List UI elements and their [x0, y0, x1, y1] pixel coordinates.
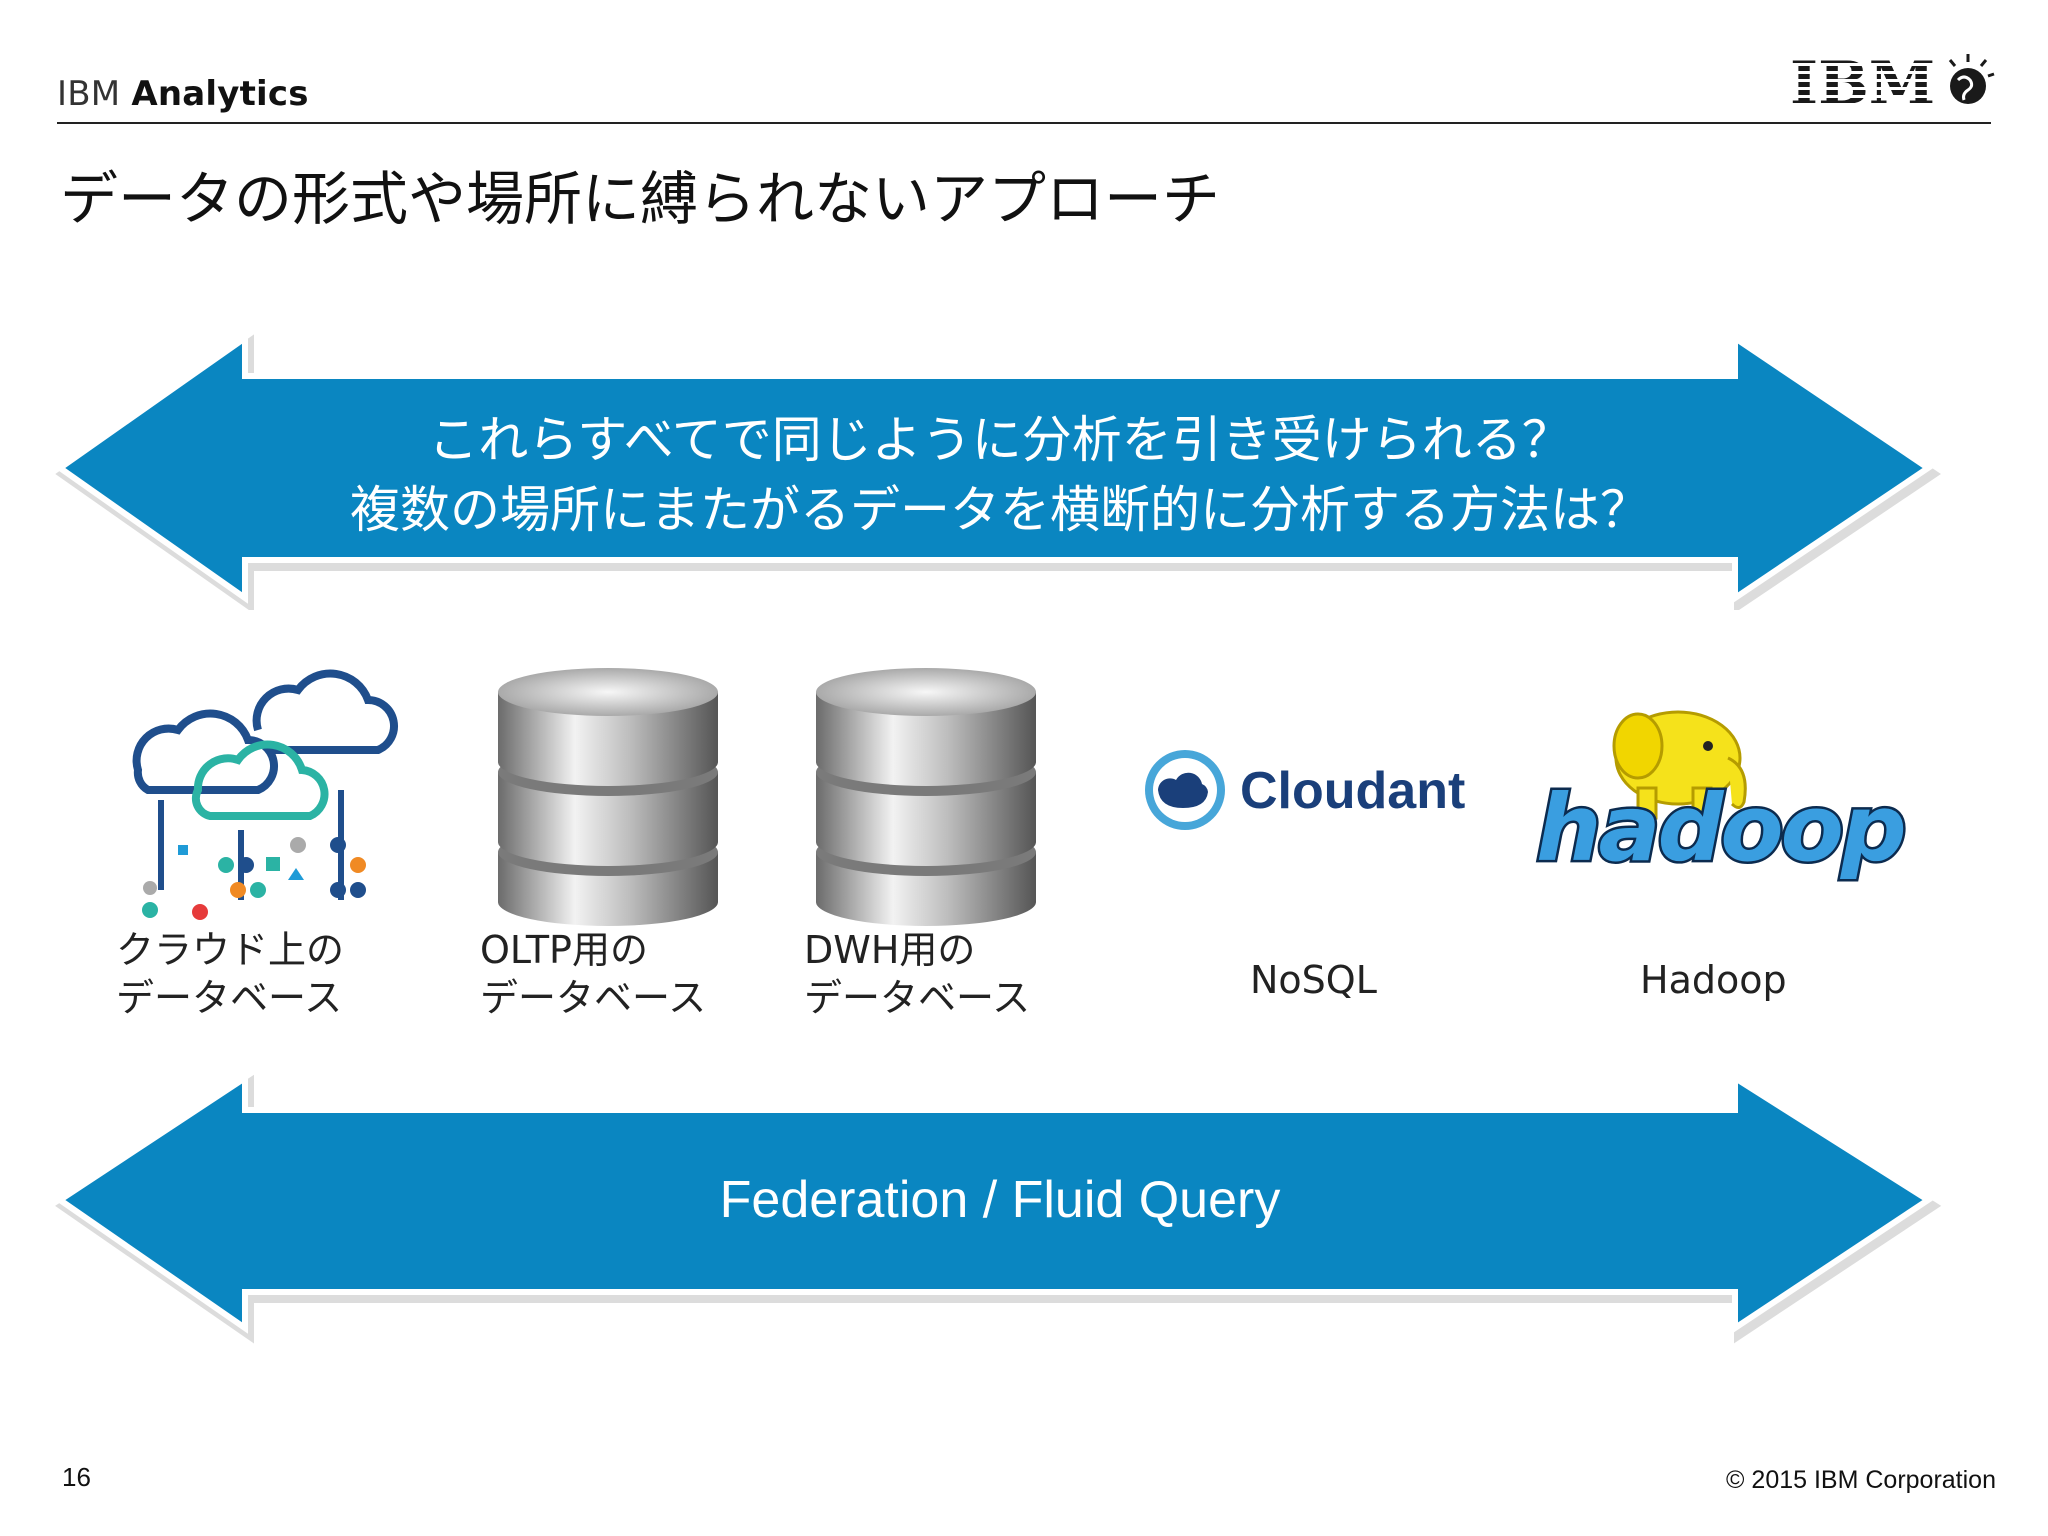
- caption-nosql: NoSQL: [1250, 958, 1377, 1002]
- slide-title: データの形式や場所に縛られないアプローチ: [60, 165, 1221, 233]
- top-double-arrow: [54, 332, 1941, 610]
- bottom-double-arrow: [54, 1072, 1942, 1344]
- svg-text:hadoop: hadoop: [1536, 775, 1904, 882]
- caption-hadoop: Hadoop: [1640, 958, 1787, 1002]
- cloud-network-icon: [108, 660, 408, 930]
- caption-oltp-db: OLTP用のデータベース: [480, 928, 707, 1020]
- caption-cloud-db: クラウド上のデータベース: [116, 928, 345, 1020]
- ibm-logo: IBM: [1790, 49, 2000, 119]
- federation-label: Federation / Fluid Query: [719, 1171, 1281, 1229]
- hadoop-logo: hadoop: [1528, 688, 1928, 888]
- header-divider: [57, 122, 1991, 124]
- caption-dwh-db: DWH用のデータベース: [804, 928, 1031, 1020]
- smarter-planet-icon: [1948, 54, 1995, 104]
- page-number: 16: [62, 1462, 91, 1492]
- database-cylinder-icon-oltp: [488, 662, 728, 932]
- brand-title: IBM Analytics: [57, 74, 309, 114]
- banner-question-line2: 複数の場所にまたがるデータを横断的に分析する方法は？: [350, 481, 1650, 539]
- elephant-icon: [1612, 710, 1747, 820]
- copyright: © 2015 IBM Corporation: [1726, 1466, 1996, 1494]
- svg-text:IBM: IBM: [1790, 50, 1935, 112]
- database-cylinder-icon-dwh: [806, 662, 1046, 932]
- banner-question-line1: これらすべてで同じように分析を引き受けられる？: [428, 411, 1572, 469]
- cloudant-logo: Cloudant: [1140, 740, 1510, 840]
- svg-text:Cloudant: Cloudant: [1240, 762, 1465, 820]
